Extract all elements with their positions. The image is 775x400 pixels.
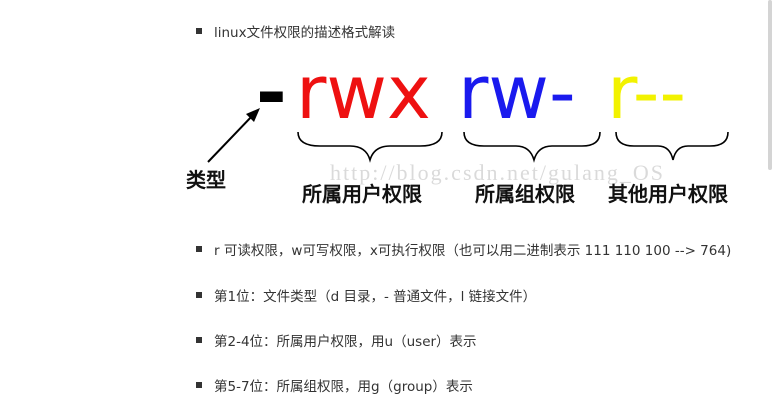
user-permission-label: 所属用户权限: [302, 182, 422, 206]
bullet-item-2: r 可读权限，w可写权限，x可执行权限（也可以用二进制表示 111 110 10…: [196, 238, 731, 260]
bullet-text: linux文件权限的描述格式解读: [214, 25, 396, 41]
other-permission-label: 其他用户权限: [608, 182, 728, 206]
user-brace: [297, 131, 443, 163]
bullet-item-1: linux文件权限的描述格式解读: [196, 20, 395, 42]
group-permission-label: 所属组权限: [475, 182, 575, 206]
bullet-icon: [196, 292, 202, 298]
perm-type-char: -: [256, 50, 287, 136]
other-brace: [615, 131, 729, 161]
permission-diagram: http://blog.csdn.net/gulang_OS - rwx rw-…: [180, 56, 745, 208]
perm-user: rwx: [296, 50, 431, 136]
scrollbar[interactable]: [768, 0, 772, 170]
bullet-icon: [196, 246, 202, 252]
bullet-item-4: 第2-4位：所属用户权限，用u（user）表示: [196, 329, 477, 351]
bullet-icon: [196, 382, 202, 388]
diagram-annotations: [207, 108, 729, 163]
bullet-text: 第1位：文件类型（d 目录，- 普通文件，l 链接文件）: [214, 289, 537, 305]
watermark: http://blog.csdn.net/gulang_OS: [330, 160, 665, 185]
perm-group: rw-: [458, 50, 576, 136]
type-label: 类型: [186, 168, 226, 192]
group-brace: [463, 131, 601, 163]
bullet-text: r 可读权限，w可写权限，x可执行权限（也可以用二进制表示 111 110 10…: [214, 243, 732, 259]
type-arrow-head: [246, 108, 260, 122]
bullet-text: 第2-4位：所属用户权限，用u（user）表示: [214, 334, 477, 350]
bullet-text: 第5-7位：所属组权限，用g（group）表示: [214, 379, 473, 395]
bullet-item-3: 第1位：文件类型（d 目录，- 普通文件，l 链接文件）: [196, 284, 536, 306]
type-arrow-line: [207, 113, 255, 163]
bullet-item-5: 第5-7位：所属组权限，用g（group）表示: [196, 374, 473, 396]
perm-other: r--: [607, 50, 687, 136]
bullet-icon: [196, 28, 202, 34]
bullet-icon: [196, 337, 202, 343]
